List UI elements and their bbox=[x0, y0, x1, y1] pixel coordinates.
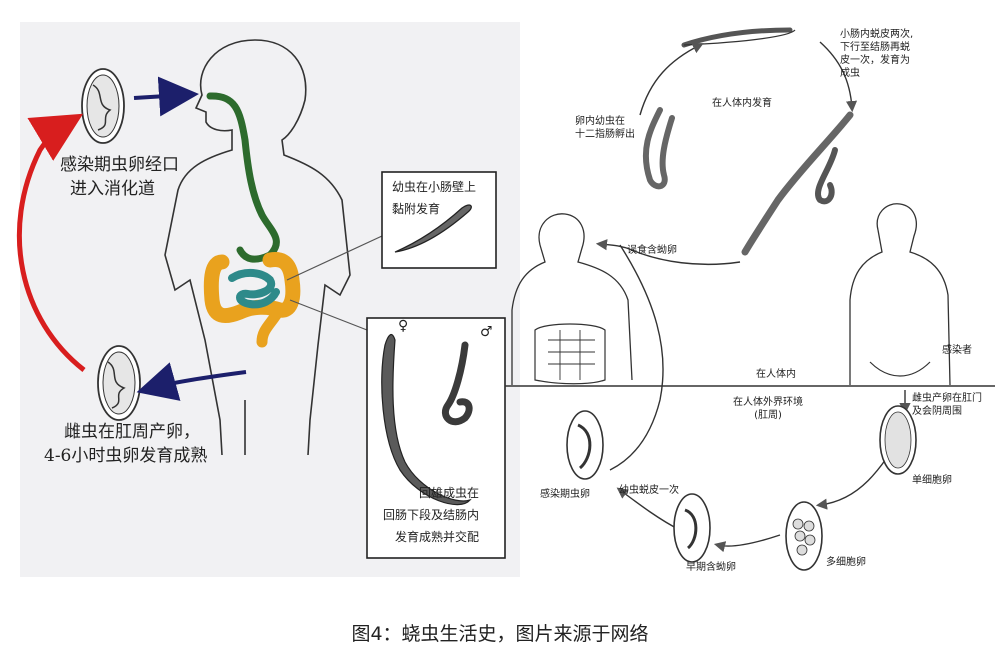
egg-laying-right-label: 雌虫产卵在肛门 及会阴周围 bbox=[912, 393, 982, 417]
molt-label: 小肠内蜕皮两次, 下行至结肠再蜕 皮一次，发育为 成虫 bbox=[840, 29, 914, 79]
early-larva-egg-label: 早期含蚴卵 bbox=[686, 562, 736, 573]
hatch-label: 卵内幼虫在 十二指肠孵出 bbox=[575, 116, 635, 140]
larva-box bbox=[381, 171, 497, 269]
single-cell-egg-label: 单细胞卵 bbox=[912, 475, 952, 486]
multi-cell-egg bbox=[785, 501, 823, 571]
figure-caption: 图4：蛲虫生活史，图片来源于网络 bbox=[351, 623, 649, 645]
swallow-label: 误食含蚴卵 bbox=[627, 245, 677, 256]
female-worm bbox=[381, 333, 472, 506]
male-worm bbox=[441, 341, 473, 426]
in-body-label: 在人体内 bbox=[756, 369, 796, 380]
infected-person-label: 感染者 bbox=[942, 345, 972, 356]
egg-perianal bbox=[97, 345, 141, 421]
red-cycle-arrow bbox=[16, 113, 86, 372]
connector-adult bbox=[289, 299, 368, 331]
larva-worm bbox=[394, 204, 472, 253]
arrow-to-mouth bbox=[133, 76, 199, 117]
adult-box-label: 回雄成虫在 回肠下段及结肠内 发育成熟并交配 bbox=[383, 486, 480, 544]
digestive-tract bbox=[203, 92, 301, 348]
in-body-development-label: 在人体内发育 bbox=[712, 98, 772, 109]
arrow-to-egg bbox=[136, 362, 247, 401]
egg-laying-label: 雌虫在肛周产卵， 4-6小时虫卵发育成熟 bbox=[44, 422, 208, 466]
male-symbol: ♂ bbox=[480, 324, 493, 340]
connector-larva bbox=[286, 235, 383, 281]
female-symbol: ♀ bbox=[398, 318, 409, 334]
multi-cell-egg-label: 多细胞卵 bbox=[826, 557, 866, 568]
infective-egg-right bbox=[566, 410, 604, 480]
molt-once-label: 幼虫蜕皮一次 bbox=[619, 485, 679, 496]
infective-egg-label: 感染期虫卵 bbox=[540, 489, 590, 500]
human-body-left bbox=[164, 39, 351, 456]
early-larva-egg bbox=[673, 493, 711, 563]
egg-ingestion-label: 感染期虫卵经口 进入消化道 bbox=[60, 155, 179, 199]
single-cell-egg bbox=[879, 405, 917, 475]
environment-label: 在人体外界环境 (肛周) bbox=[733, 397, 803, 421]
larva-box-label: 幼虫在小肠壁上 黏附发育 bbox=[392, 180, 477, 216]
infective-egg-top-left bbox=[81, 68, 125, 144]
